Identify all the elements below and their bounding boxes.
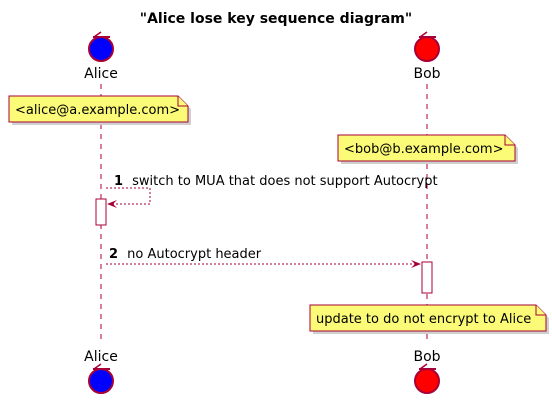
- alice-entity-top: Alice: [84, 31, 118, 82]
- message-1: 1 switch to MUA that does not support Au…: [106, 170, 438, 208]
- alice-activation-bar: [95, 198, 107, 226]
- alice-entity-icon: [88, 368, 114, 394]
- message-2-label: 2 no Autocrypt header: [109, 243, 262, 262]
- bob-entity-bottom: Bob: [413, 349, 441, 394]
- alice-label-top: Alice: [84, 66, 118, 82]
- bob-label-top: Bob: [413, 66, 440, 82]
- note-bob-email-text: <bob@b.example.com>: [344, 142, 503, 157]
- message-1-label: 1 switch to MUA that does not support Au…: [114, 170, 438, 189]
- message-1-arrow: [106, 187, 151, 208]
- alice-label-bottom: Alice: [84, 349, 118, 365]
- bob-entity-icon: [414, 368, 440, 394]
- message-1-number: 1: [114, 174, 123, 189]
- bob-activation-bar: [421, 261, 433, 294]
- message-1-text: switch to MUA that does not support Auto…: [132, 174, 437, 189]
- message-2-number: 2: [109, 247, 118, 262]
- note-alice-email-text: <alice@a.example.com>: [15, 103, 180, 118]
- note-bob-update-text: update to do not encrypt to Alice: [316, 312, 531, 327]
- alice-entity-icon: [88, 36, 114, 62]
- note-alice-email: <alice@a.example.com>: [8, 95, 191, 125]
- diagram-title: "Alice lose key sequence diagram": [140, 11, 412, 27]
- message-2: 2 no Autocrypt header: [106, 243, 421, 268]
- alice-entity-bottom: Alice: [84, 349, 118, 394]
- bob-entity-top: Bob: [413, 31, 441, 82]
- bob-label-bottom: Bob: [413, 349, 440, 365]
- note-bob-update: update to do not encrypt to Alice: [309, 304, 549, 334]
- message-2-text: no Autocrypt header: [127, 247, 262, 262]
- note-bob-email: <bob@b.example.com>: [337, 134, 518, 164]
- bob-entity-icon: [414, 36, 440, 62]
